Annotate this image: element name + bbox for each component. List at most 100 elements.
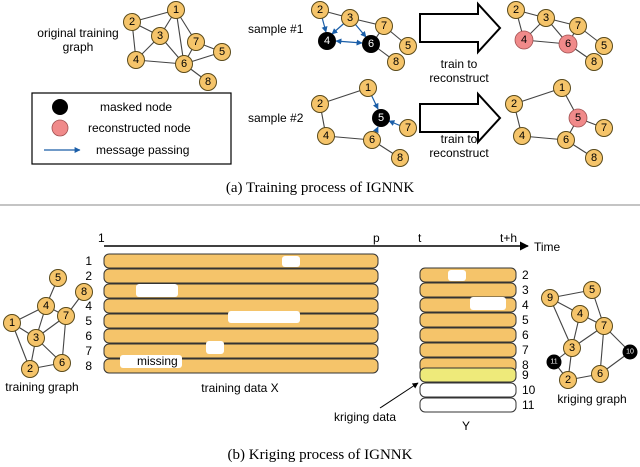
target-row-bar <box>419 327 517 343</box>
svg-text:4: 4 <box>521 34 527 46</box>
svg-text:7: 7 <box>405 122 411 134</box>
training-row-bar <box>103 298 379 314</box>
legend-message: message passing <box>96 143 189 157</box>
svg-text:2: 2 <box>129 16 135 28</box>
original-training-graph: 1 2 3 7 5 4 6 8 <box>123 1 231 91</box>
row-label: 11 <box>522 398 535 412</box>
svg-text:2: 2 <box>565 374 571 386</box>
row-label: 7 <box>522 343 529 357</box>
svg-text:1: 1 <box>559 82 565 94</box>
svg-text:7: 7 <box>63 310 69 322</box>
row-label: 6 <box>85 329 92 343</box>
time-axis-label: Time <box>534 240 561 254</box>
training-graph-label: training graph <box>5 380 78 394</box>
svg-text:11: 11 <box>550 359 557 366</box>
svg-text:7: 7 <box>193 36 199 48</box>
target-row-bar <box>419 342 517 358</box>
legend: masked node reconstructed node message p… <box>31 92 232 165</box>
reconstructed-node <box>568 108 588 128</box>
svg-text:5: 5 <box>55 272 61 284</box>
legend-reconstructed: reconstructed node <box>88 121 191 135</box>
kriging-graph-label: kriging graph <box>557 392 626 406</box>
panel-a: original training graph 1 2 3 7 5 4 6 8 <box>31 1 613 196</box>
svg-text:2: 2 <box>27 363 33 375</box>
row-label: 4 <box>522 298 529 312</box>
graph-node <box>123 13 141 31</box>
time-p: p <box>373 231 380 245</box>
missing-gap <box>470 297 506 310</box>
svg-text:7: 7 <box>575 20 581 32</box>
svg-text:6: 6 <box>597 368 603 380</box>
masked-node <box>318 32 336 50</box>
masked-node <box>362 35 380 53</box>
row-label: 10 <box>522 383 536 397</box>
train-arrow-2: train to reconstruct <box>419 91 502 160</box>
svg-text:1: 1 <box>173 4 179 16</box>
row-label: 2 <box>85 269 92 283</box>
unobserved-node <box>622 344 638 360</box>
graph-node <box>175 55 193 73</box>
legend-masked: masked node <box>100 100 172 114</box>
missing-gap <box>228 311 300 323</box>
original-graph-label-line2: graph <box>63 40 94 54</box>
kriging-row-bar <box>419 367 517 383</box>
svg-text:9: 9 <box>547 292 553 304</box>
training-row-bar <box>103 268 379 284</box>
training-data-bars: 1 2 3 4 5 6 7 8 missing <box>85 253 379 374</box>
original-graph-label-line1: original training <box>37 26 118 40</box>
row-label: 2 <box>522 268 529 282</box>
svg-text:2: 2 <box>317 98 323 110</box>
svg-text:4: 4 <box>323 130 329 142</box>
reconstructed-node <box>558 34 578 54</box>
training-row-bar <box>103 328 379 344</box>
row-label: 3 <box>522 283 529 297</box>
svg-text:8: 8 <box>591 56 597 68</box>
svg-text:3: 3 <box>157 30 163 42</box>
missing-gap <box>206 341 224 354</box>
svg-text:8: 8 <box>81 286 87 298</box>
row-label: 5 <box>85 314 92 328</box>
time-axis: 1 p t t+h Time <box>98 231 561 254</box>
train-label-1a: train to <box>441 57 478 71</box>
svg-text:4: 4 <box>577 308 583 320</box>
row-label: 8 <box>85 359 92 373</box>
panel-b: 1 p t t+h Time 1 2 3 4 5 6 7 8 <box>3 231 638 463</box>
train-label-2a: train to <box>441 132 478 146</box>
caption-b: (b) Kriging process of IGNNK <box>228 447 413 463</box>
reconstructed-node <box>514 30 534 50</box>
sample1-label: sample #1 <box>248 22 304 36</box>
svg-text:5: 5 <box>601 40 607 52</box>
kriging-data-arrow <box>379 382 419 409</box>
svg-text:10: 10 <box>626 349 634 356</box>
svg-text:2: 2 <box>513 4 519 16</box>
masked-node-swatch <box>52 99 68 115</box>
svg-text:6: 6 <box>181 58 187 70</box>
sample1-reconstructed-graph: 2 3 7 5 8 4 6 <box>507 1 613 71</box>
sample2-graph: 1 2 4 6 7 8 5 <box>311 79 417 167</box>
svg-text:3: 3 <box>543 12 549 24</box>
reconstructed-node-swatch <box>51 119 69 137</box>
train-label-1b: reconstruct <box>429 71 489 85</box>
train-label-2b: reconstruct <box>429 146 489 160</box>
svg-text:6: 6 <box>368 38 374 50</box>
svg-text:6: 6 <box>369 134 375 146</box>
svg-text:2: 2 <box>317 4 323 16</box>
graph-node <box>167 1 185 19</box>
svg-text:7: 7 <box>601 320 607 332</box>
row-label: 6 <box>522 328 529 342</box>
target-data-bars: 2 3 4 5 6 7 8 9 10 11 <box>419 267 536 413</box>
target-row-bar <box>419 312 517 328</box>
training-row-bar <box>103 253 379 269</box>
svg-text:8: 8 <box>397 152 403 164</box>
row-label: 8 <box>522 358 529 372</box>
svg-text:4: 4 <box>43 300 49 312</box>
unobserved-node <box>546 354 562 370</box>
sample2-reconstructed-graph: 1 2 4 6 7 8 5 <box>505 79 613 167</box>
svg-text:7: 7 <box>381 20 387 32</box>
train-arrow-1: train to reconstruct <box>419 1 502 85</box>
svg-text:2: 2 <box>511 98 517 110</box>
svg-text:3: 3 <box>569 342 575 354</box>
missing-label: missing <box>137 354 178 368</box>
target-row-bar <box>419 267 517 283</box>
